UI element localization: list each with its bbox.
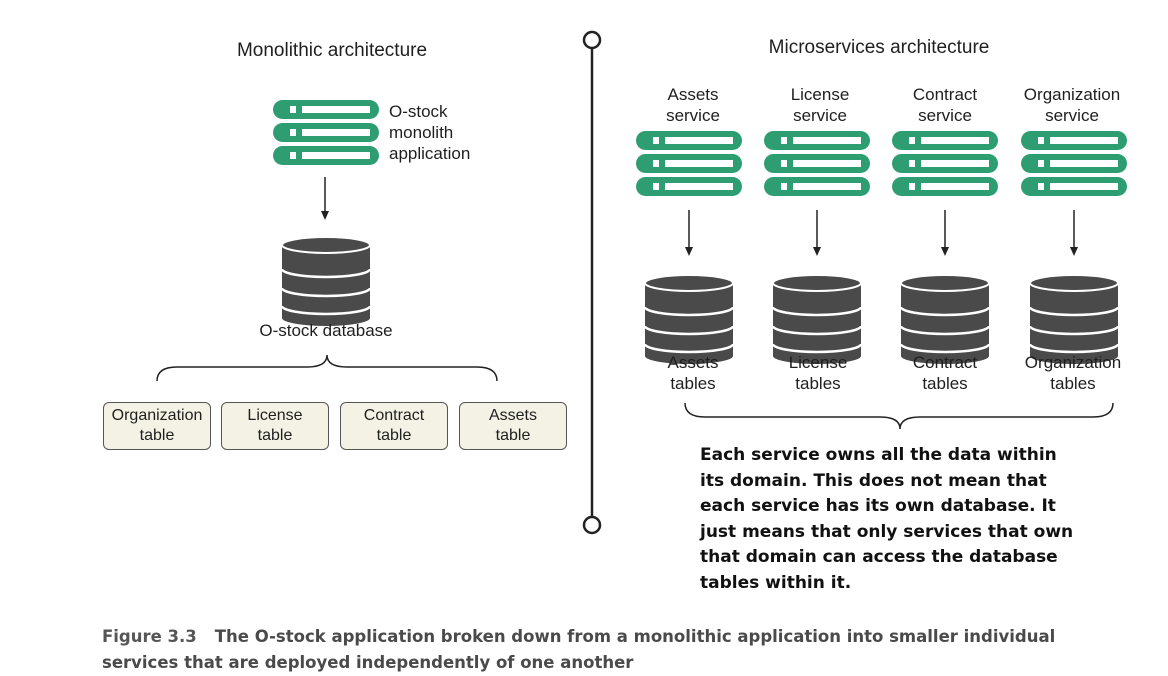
service-label-assets: Assets service xyxy=(666,85,720,125)
tables-label-license: License tables xyxy=(788,353,848,393)
monolith-table-organization: Organization table xyxy=(103,402,211,450)
monolith-arrow xyxy=(321,177,329,220)
service-server-icon-contract xyxy=(892,131,998,196)
service-arrow-assets xyxy=(685,210,693,256)
microservices-title: Microservices architecture xyxy=(768,37,990,58)
divider-top-circle xyxy=(582,30,602,50)
monolith-db-label: O-stock database xyxy=(259,321,393,340)
service-database-icon-assets xyxy=(643,274,735,364)
tables-label-contract: Contract tables xyxy=(912,353,978,393)
microservices-tables-brace xyxy=(684,402,1114,430)
monolith-server-icon xyxy=(273,100,379,165)
monolith-table-assets: Assets table xyxy=(459,402,567,450)
monolith-table-contract: Contract table xyxy=(340,402,448,450)
tables-label-organization: Organization tables xyxy=(1024,353,1122,393)
service-server-icon-organization xyxy=(1021,131,1127,196)
monolith-app-label: O-stock monolith application xyxy=(389,102,471,163)
monolith-tables-brace xyxy=(156,354,498,382)
service-database-icon-contract xyxy=(899,274,991,364)
service-label-contract: Contract service xyxy=(912,85,978,125)
service-label-license: License service xyxy=(790,85,850,125)
service-label-organization: Organization service xyxy=(1023,85,1121,125)
monolith-table-license: License table xyxy=(221,402,329,450)
service-database-icon-organization xyxy=(1028,274,1120,364)
data-ownership-note: Each service owns all the data within it… xyxy=(700,445,1074,593)
service-arrow-contract xyxy=(941,210,949,256)
service-arrow-organization xyxy=(1070,210,1078,256)
tables-label-assets: Assets tables xyxy=(667,353,719,393)
service-database-icon-license xyxy=(771,274,863,364)
monolith-database-icon xyxy=(280,236,372,326)
service-arrow-license xyxy=(813,210,821,256)
service-server-icon-assets xyxy=(636,131,742,196)
figure-number: Figure 3.3 xyxy=(102,627,197,646)
figure-caption-text: The O-stock application broken down from… xyxy=(102,627,1056,672)
service-server-icon-license xyxy=(764,131,870,196)
monolith-title: Monolithic architecture xyxy=(236,40,428,61)
divider-bottom-circle xyxy=(582,515,602,535)
